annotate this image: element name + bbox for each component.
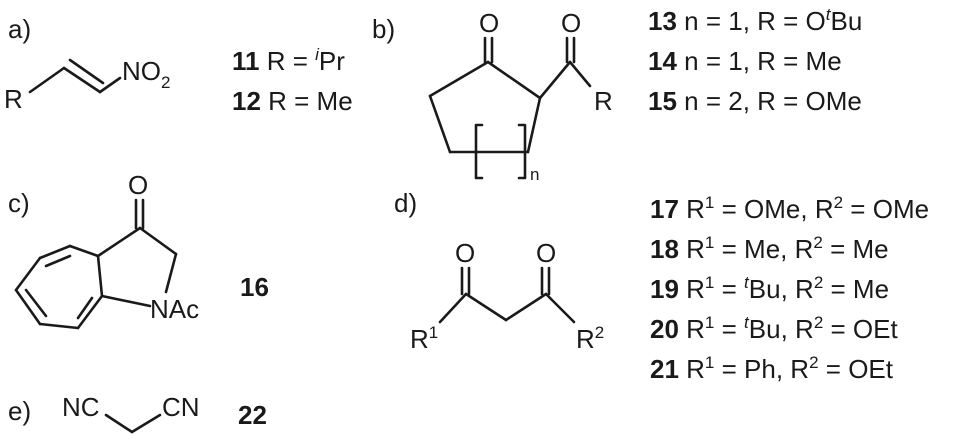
compound-13: 13 n = 1, R = OtBu [648,5,862,36]
panel-e-label: e) [8,396,31,426]
ring-size-n: n [530,165,539,184]
panel-c: c) O NAc 16 [8,170,269,330]
atom-r: R [4,84,23,114]
atom-nc: NC [62,392,100,422]
atom-no2: NO2 [122,56,170,92]
atom-o-ester: O [561,8,581,38]
compound-22: 22 [238,400,267,430]
atom-o: O [128,170,148,200]
panel-b-label: b) [372,14,395,44]
panel-a: a) R NO2 11 R = iPr 12 R = Me [4,14,353,116]
compound-18: 18 R1 = Me, R2 = Me [650,233,889,264]
atom-r1: R1 [410,323,438,354]
panel-a-label: a) [8,14,31,44]
compound-17: 17 R1 = OMe, R2 = OMe [650,193,929,224]
atom-o-ketone: O [479,8,499,38]
compound-19: 19 R1 = tBu, R2 = Me [650,273,889,304]
compound-15: 15 n = 2, R = OMe [648,86,862,116]
compound-20: 20 R1 = tBu, R2 = OEt [650,313,898,344]
diketone-skeleton [438,266,576,324]
nitroalkene-skeleton [28,58,122,94]
compound-14: 14 n = 1, R = Me [648,46,842,76]
atom-o-left: O [455,238,475,268]
indolinone-skeleton [14,198,178,330]
atom-r2: R2 [576,323,604,354]
panel-d: d) O O R1 R2 17 R1 = OMe, R2 = OMe 18 R1… [394,188,929,384]
atom-nac: NAc [150,294,199,324]
panel-b: b) O O R n 13 n = 1, R = OtBu 14 n = 1, … [372,5,862,184]
panel-c-label: c) [8,188,30,218]
atom-o-right: O [536,238,556,268]
compound-16: 16 [240,272,269,302]
panel-e: e) NC CN 22 [8,392,267,434]
atom-r: R [594,86,613,116]
panel-d-label: d) [394,188,417,218]
atom-cn: CN [162,392,200,422]
compound-21: 21 R1 = Ph, R2 = OEt [650,353,894,384]
compound-11: 11 R = iPr [232,45,345,76]
malononitrile-skeleton [104,413,162,434]
compound-12: 12 R = Me [232,86,353,116]
cyclic-ketoester-skeleton [428,36,592,180]
